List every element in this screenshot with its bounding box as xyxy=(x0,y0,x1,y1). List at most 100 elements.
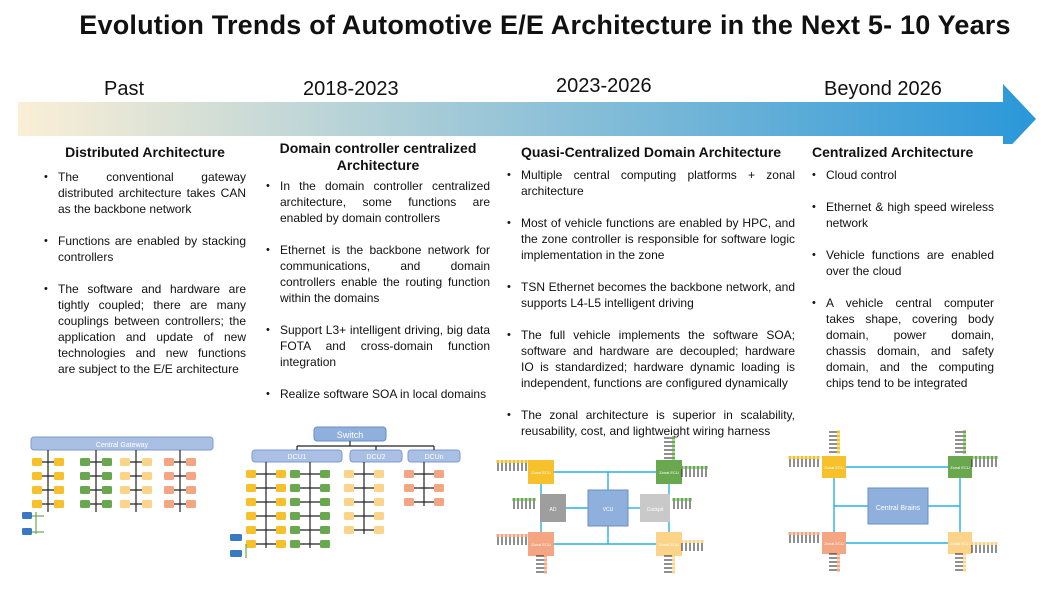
dcu1-label: DCU1 xyxy=(287,454,306,461)
ecu-block xyxy=(804,532,808,535)
bullet-item: The zonal architecture is superior in sc… xyxy=(507,407,795,439)
ecu-block xyxy=(276,484,286,492)
ecu-block xyxy=(374,470,384,478)
ad-box xyxy=(540,494,566,522)
vcu-label: VCU xyxy=(603,507,614,513)
central-gateway-box xyxy=(30,436,214,451)
ecu-block xyxy=(837,442,840,446)
ecu-block xyxy=(290,540,300,548)
timeline-arrow xyxy=(18,84,1036,154)
ecu-block xyxy=(963,556,966,560)
ecu-block xyxy=(496,460,500,463)
ecu-block xyxy=(120,500,130,508)
bullet-item: Ethernet is the backbone network for com… xyxy=(266,242,490,306)
ecu-block xyxy=(186,500,196,508)
central-brains-box xyxy=(867,487,929,525)
ecu-block xyxy=(816,532,820,535)
ecu-block xyxy=(692,466,696,469)
ecu-block xyxy=(508,460,512,463)
ecu-block xyxy=(808,532,812,535)
ecu-block xyxy=(516,460,520,463)
ecu-block xyxy=(532,498,536,501)
ecu-block xyxy=(990,542,994,545)
ecu-block xyxy=(290,484,300,492)
ecu-block xyxy=(837,438,840,442)
ecu-block xyxy=(963,434,966,438)
ecu-block xyxy=(276,498,286,506)
ecu-block xyxy=(320,470,330,478)
ecu-block xyxy=(974,456,978,459)
quasi-links xyxy=(540,471,670,545)
ecu-block xyxy=(796,456,800,459)
ecu-block xyxy=(816,456,820,459)
ecu-block xyxy=(290,470,300,478)
ecu-block xyxy=(680,498,684,501)
ecu-block xyxy=(142,500,152,508)
ecu-block xyxy=(276,470,286,478)
ecu-block xyxy=(544,566,547,570)
bullet-item: The full vehicle implements the software… xyxy=(507,327,795,391)
ecu-block xyxy=(978,456,982,459)
ecu-block xyxy=(994,456,998,459)
ecu-block xyxy=(404,470,414,478)
ecu-block xyxy=(963,568,966,572)
ecu-block xyxy=(516,534,520,537)
bullet-item: In the domain controller centralized arc… xyxy=(266,178,490,226)
ecu-block xyxy=(688,540,692,543)
ecu-block xyxy=(963,560,966,564)
ecu-block xyxy=(544,558,547,562)
column-heading: Domain controller centralized Architectu… xyxy=(279,140,477,173)
vcu-box xyxy=(587,489,629,527)
ecu-block xyxy=(80,472,90,480)
ecu-block xyxy=(672,498,676,501)
ecu-block xyxy=(246,498,256,506)
bullet-list: In the domain controller centralized arc… xyxy=(266,178,490,402)
ecu-block xyxy=(788,532,792,535)
ecu-block xyxy=(672,448,675,452)
zonal-ecu-label: Zonal ECU xyxy=(531,542,551,547)
ecu-block xyxy=(276,540,286,548)
ecu-block xyxy=(520,534,524,537)
ecu-block xyxy=(837,560,840,564)
ecu-block xyxy=(792,456,796,459)
ecu-block xyxy=(80,458,90,466)
zonal-ecu-label: Zonal ECU xyxy=(950,465,970,470)
ecu-block xyxy=(512,498,516,501)
zonal-ecu-box xyxy=(656,460,682,484)
column-domain: Domain controller centralized Architectu… xyxy=(266,140,490,418)
quasi-ecu-stubs xyxy=(496,436,708,574)
ecu-block xyxy=(680,466,684,469)
ecu-block xyxy=(164,458,174,466)
ecu-block xyxy=(230,550,242,557)
bullet-item: Ethernet & high speed wireless network xyxy=(812,199,994,231)
zonal-ecu-label: Zonal ECU xyxy=(824,465,844,470)
ecu-block xyxy=(970,456,974,459)
ecu-block xyxy=(500,460,504,463)
ecu-block xyxy=(22,512,32,519)
bullet-item: Support L3+ intelligent driving, big dat… xyxy=(266,322,490,370)
ecu-block xyxy=(512,534,516,537)
ecu-block xyxy=(837,564,840,568)
ecu-block xyxy=(524,498,528,501)
period-beyond-2026: Beyond 2026 xyxy=(824,78,942,100)
zonal-ecu-box xyxy=(656,532,682,556)
ad-label: AD xyxy=(550,507,557,513)
ecu-block xyxy=(672,558,675,562)
ecu-block xyxy=(704,466,708,469)
bullet-item: TSN Ethernet becomes the backbone networ… xyxy=(507,279,795,311)
ecu-block xyxy=(800,456,804,459)
zonal-ecu-box xyxy=(822,532,846,554)
zonal-ecu-box xyxy=(948,532,972,554)
bullet-item: Multiple central computing platforms + z… xyxy=(507,167,795,199)
ecu-block xyxy=(374,484,384,492)
page-title: Evolution Trends of Automotive E/E Archi… xyxy=(79,10,1011,40)
ecu-block xyxy=(672,566,675,570)
bullet-item: Vehicle functions are enabled over the c… xyxy=(812,247,994,279)
ecu-block xyxy=(344,498,354,506)
domain-ecu-tree xyxy=(230,441,444,558)
ecu-block xyxy=(963,552,966,556)
ecu-block xyxy=(320,540,330,548)
dcu2-label: DCU2 xyxy=(366,454,385,461)
bullet-item: The conventional gateway distributed arc… xyxy=(44,169,246,217)
ecu-block xyxy=(508,534,512,537)
